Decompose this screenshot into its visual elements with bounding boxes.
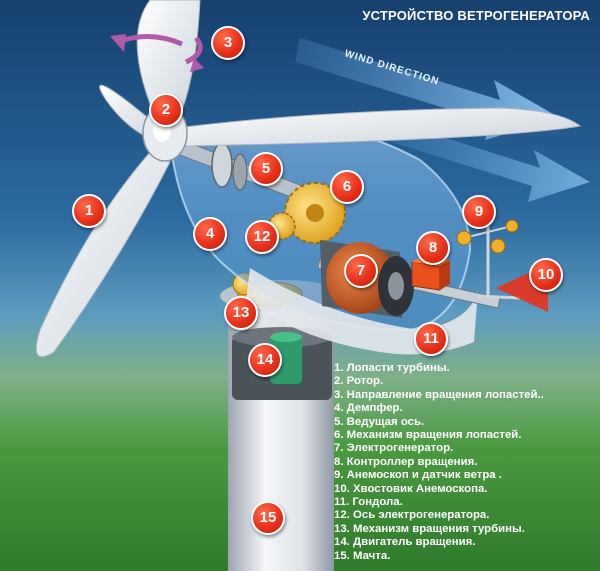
marker-12: 12 <box>245 220 279 254</box>
legend-item: 7. Электрогенератор. <box>334 442 454 455</box>
marker-5: 5 <box>249 152 283 186</box>
marker-9: 9 <box>462 195 496 229</box>
marker-2: 2 <box>149 93 183 127</box>
legend-item: 14. Двигатель вращения. <box>334 536 476 549</box>
legend-item: 1. Лопасти турбины. <box>334 362 450 374</box>
marker-13: 13 <box>224 296 258 330</box>
marker-14: 14 <box>248 343 282 377</box>
legend-item: 12. Ось электрогенератора. <box>334 509 490 522</box>
marker-1: 1 <box>72 194 106 228</box>
marker-15: 15 <box>251 501 285 535</box>
legend-item: 4. Демпфер. <box>334 402 403 415</box>
rotation-direction-arrow <box>110 33 204 72</box>
anemometer <box>456 219 521 300</box>
marker-3: 3 <box>211 26 245 60</box>
legend-item: 9. Анемоскоп и датчик ветра . <box>334 469 502 482</box>
diagram-title: УСТРОЙСТВО ВЕТРОГЕНЕРАТОРА <box>362 8 590 23</box>
marker-8: 8 <box>416 231 450 265</box>
legend-item: 3. Направление вращения лопастей.. <box>334 388 544 401</box>
legend-item: 6. Механизм вращения лопастей. <box>334 429 522 442</box>
marker-6: 6 <box>330 170 364 204</box>
legend-item: 8. Контроллер вращения. <box>334 455 478 468</box>
legend-item: 15. Мачта. <box>334 549 391 562</box>
parts-legend: 1. Лопасти турбины. 2. Ротор. 3. Направл… <box>334 362 596 563</box>
legend-item: 13. Механизм вращения турбины. <box>334 522 525 535</box>
legend-item: 10. Хвостовик Анемоскопа. <box>334 482 488 495</box>
marker-11: 11 <box>414 322 448 356</box>
marker-7: 7 <box>344 254 378 288</box>
legend-item: 5. Ведущая ось. <box>334 415 425 428</box>
legend-item: 11. Гондола. <box>334 496 403 509</box>
marker-4: 4 <box>193 217 227 251</box>
marker-10: 10 <box>529 258 563 292</box>
legend-item: 2. Ротор. <box>334 375 384 388</box>
